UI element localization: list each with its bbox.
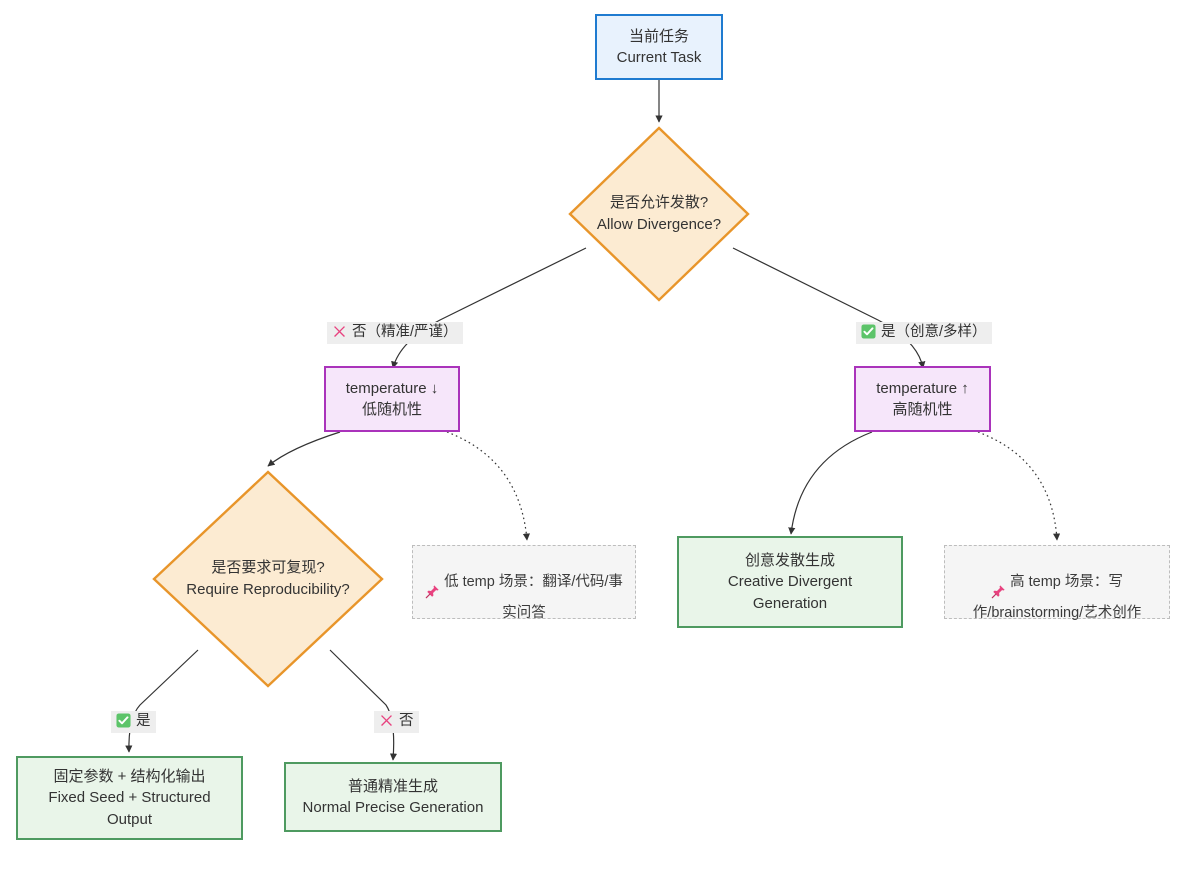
edge-label-no: 否 (374, 711, 419, 733)
cross-mark-icon (379, 713, 394, 731)
node-normal-precise-generation[interactable]: 普通精准生成 Normal Precise Generation (284, 762, 502, 832)
check-mark-button-icon (116, 713, 131, 731)
pushpin-icon (991, 563, 1006, 605)
node-current-task[interactable]: 当前任务 Current Task (595, 14, 723, 80)
node-temperature-low[interactable]: temperature ↓ 低随机性 (324, 366, 460, 432)
edge-temp-low-to-repro (267, 431, 341, 467)
edge-label-yes-text: 是 (136, 713, 151, 730)
edge-label-no-precise: 否（精准/严谨） (327, 322, 463, 344)
edge-temp-high-to-creative (788, 431, 873, 535)
note-low-temp-text: 低 temp 场景：翻译/代码/事实问答 (444, 573, 623, 622)
node-require-reproducibility[interactable]: 是否要求可复现? Require Reproducibility? (152, 470, 384, 688)
note-low-temp-scenarios: 低 temp 场景：翻译/代码/事实问答 (412, 545, 636, 622)
node-temperature-high[interactable]: temperature ↑ 高随机性 (854, 366, 991, 432)
edge-label-yes: 是 (111, 711, 156, 733)
node-require-reproducibility-label: 是否要求可复现? Require Reproducibility? (186, 559, 350, 598)
note-high-temp-scenarios: 高 temp 场景：写作/brainstorming/艺术创作 (944, 545, 1170, 622)
pushpin-icon (425, 563, 440, 605)
edge-divergence-to-temp-low (391, 247, 587, 369)
node-allow-divergence[interactable]: 是否允许发散? Allow Divergence? (568, 126, 750, 302)
edge-label-yes-creative-text: 是（创意/多样） (881, 324, 987, 341)
edge-label-no-text: 否 (399, 713, 414, 730)
edge-temp-high-to-note-high (977, 431, 1061, 541)
note-high-temp-text: 高 temp 场景：写作/brainstorming/艺术创作 (972, 573, 1142, 622)
edge-label-yes-creative: 是（创意/多样） (856, 322, 992, 344)
diamond-shape (568, 126, 750, 302)
edge-divergence-to-temp-high (732, 247, 926, 369)
node-allow-divergence-label: 是否允许发散? Allow Divergence? (596, 194, 722, 233)
edge-temp-low-to-note-low (446, 431, 531, 541)
node-fixed-seed-structured-output[interactable]: 固定参数 + 结构化输出 Fixed Seed + Structured Out… (16, 756, 243, 840)
edge-label-no-precise-text: 否（精准/严谨） (352, 324, 458, 341)
check-mark-button-icon (861, 324, 876, 342)
node-creative-divergent-generation[interactable]: 创意发散生成 Creative Divergent Generation (677, 536, 903, 628)
cross-mark-icon (332, 324, 347, 342)
diamond-shape (152, 470, 384, 688)
